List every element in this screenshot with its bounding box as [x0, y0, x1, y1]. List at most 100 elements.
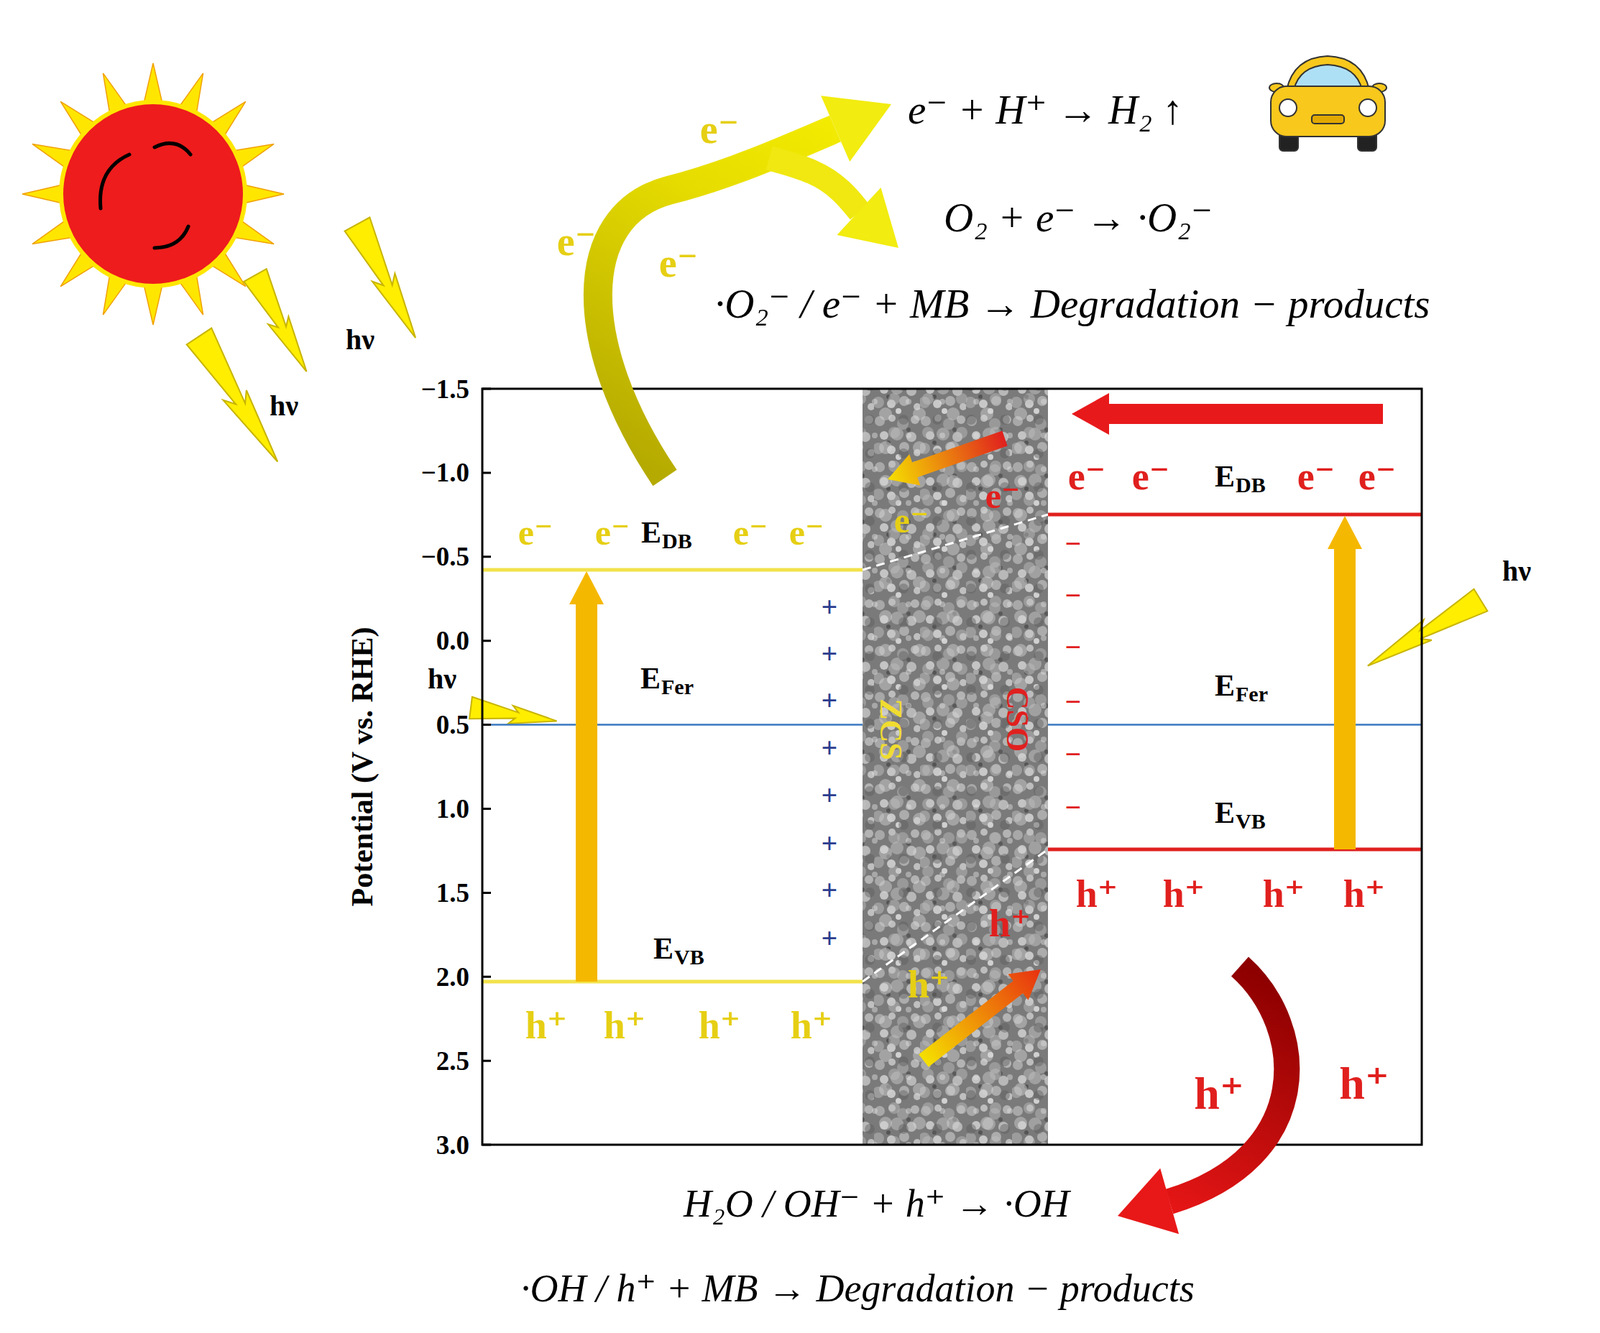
fermi-level	[1047, 723, 1422, 726]
level-symbol: E	[641, 517, 662, 548]
tick-label: 0.0	[436, 627, 470, 655]
electron-label: e⁻	[557, 221, 596, 262]
tick-label: 1.0	[436, 795, 470, 823]
electron-label: e⁻	[1358, 457, 1396, 496]
level-subscript: VB	[674, 946, 705, 969]
sem-image	[862, 388, 1048, 1146]
band-edge	[482, 514, 1422, 982]
charge-sign: −	[1065, 581, 1082, 611]
band-edge	[482, 568, 863, 573]
hole-label: h⁺	[525, 1006, 568, 1046]
car-icon	[1359, 99, 1377, 117]
hole-label: h⁺	[698, 1006, 742, 1046]
charge-sign: +	[821, 829, 839, 859]
material-name: ZCS	[874, 698, 907, 761]
excitation-arrow	[569, 571, 604, 982]
level-subscript: VB	[1235, 810, 1266, 833]
level-symbol: E	[640, 663, 661, 694]
hole-label: h⁺	[1076, 874, 1119, 914]
hole-label: h⁺	[1262, 874, 1306, 914]
sem-image	[862, 388, 1048, 1146]
hole-label: h⁺	[989, 904, 1032, 944]
charge-sign: −	[1065, 687, 1082, 717]
band-edge	[1047, 848, 1422, 852]
electron-label: e⁻	[1297, 457, 1335, 496]
electron-label: e⁻	[894, 502, 930, 539]
charge-sign: +	[821, 781, 839, 811]
tick-label: 0.5	[436, 711, 470, 739]
sun-face	[154, 143, 191, 155]
band-bending-line	[862, 514, 1048, 982]
sun-ray	[22, 184, 65, 204]
excitation-arrow	[1327, 516, 1363, 850]
electron-label: e⁻	[700, 109, 739, 150]
sun	[61, 102, 246, 287]
band-edge	[482, 980, 863, 985]
hole-flow-arrow	[1169, 966, 1287, 1202]
material-band: ZCS CSO	[862, 388, 1048, 1146]
car-icon	[1311, 115, 1345, 124]
fermi-level	[482, 723, 863, 726]
equation: ·O₂⁻ / e⁻ + MB → Degradation − products	[714, 283, 1430, 325]
sun-face	[154, 226, 189, 248]
electron-label: e⁻	[1132, 457, 1170, 496]
car-icon	[1269, 56, 1387, 151]
car-icon	[1286, 56, 1370, 90]
photon-label: hν	[427, 664, 457, 694]
arrow-head	[836, 187, 899, 248]
charge-sign: +	[821, 924, 839, 954]
level-subscript: Fer	[661, 676, 694, 698]
electron-label: e⁻	[733, 514, 769, 551]
electron-label: e⁻	[985, 477, 1021, 514]
sun-face	[100, 154, 131, 209]
charge-sign: +	[821, 686, 839, 716]
equation: H₂O / OH⁻ + h⁺ → ·OH	[683, 1184, 1070, 1224]
hole-label: h⁺	[1339, 1060, 1389, 1107]
car-icon	[1279, 99, 1297, 117]
band-bending-line	[862, 514, 1048, 570]
photon-label: hν	[345, 325, 375, 355]
level-symbol: E	[1214, 461, 1235, 492]
light-bolt	[345, 217, 416, 339]
photon-label: hν	[1502, 557, 1531, 586]
light-bolt	[186, 328, 279, 463]
charge-sign: +	[821, 639, 839, 669]
arrow-head	[820, 95, 892, 162]
level-symbol: E	[1214, 670, 1235, 701]
electron-label: e⁻	[789, 514, 825, 551]
band-edge	[1047, 513, 1422, 517]
light-bolts	[186, 217, 1488, 724]
equation: O₂ + e⁻ → ·O₂⁻	[943, 196, 1213, 238]
hole-label: h⁺	[1193, 1070, 1244, 1117]
charge-sign: −	[1065, 633, 1082, 662]
tick-label: −1.5	[421, 375, 470, 403]
charge-sign: +	[821, 733, 839, 763]
arrow-head	[1117, 1168, 1179, 1235]
sun-rays	[22, 63, 284, 325]
electron-label: e⁻	[1068, 457, 1106, 496]
band-bending-line	[862, 849, 1048, 982]
sun-ray	[143, 63, 163, 106]
level-symbol: E	[653, 933, 674, 964]
axis-title: Potential (V vs. RHE)	[347, 627, 378, 908]
charge-sign: −	[1065, 793, 1082, 823]
transfer-arrows	[569, 95, 1383, 1235]
fermi-level	[482, 723, 1422, 726]
photon-label: hν	[269, 391, 299, 421]
level-subscript: Fer	[1235, 683, 1268, 706]
hole-label: h⁺	[907, 965, 951, 1005]
tick-label: 1.5	[436, 879, 470, 907]
light-bolt	[1367, 589, 1488, 667]
hole-label: h⁺	[1162, 874, 1206, 914]
sun-face	[100, 143, 192, 248]
sun-ray	[143, 282, 163, 325]
level-symbol: E	[1214, 797, 1235, 829]
level-subscript: DB	[1235, 474, 1266, 496]
electron-label: e⁻	[518, 514, 554, 551]
electron-flow-arrow	[769, 158, 860, 213]
charge-sign: +	[821, 592, 839, 622]
sun-ray	[241, 184, 284, 204]
equation: ·OH / h⁺ + MB → Degradation − products	[520, 1269, 1195, 1309]
material-name: CSO	[1001, 687, 1033, 752]
